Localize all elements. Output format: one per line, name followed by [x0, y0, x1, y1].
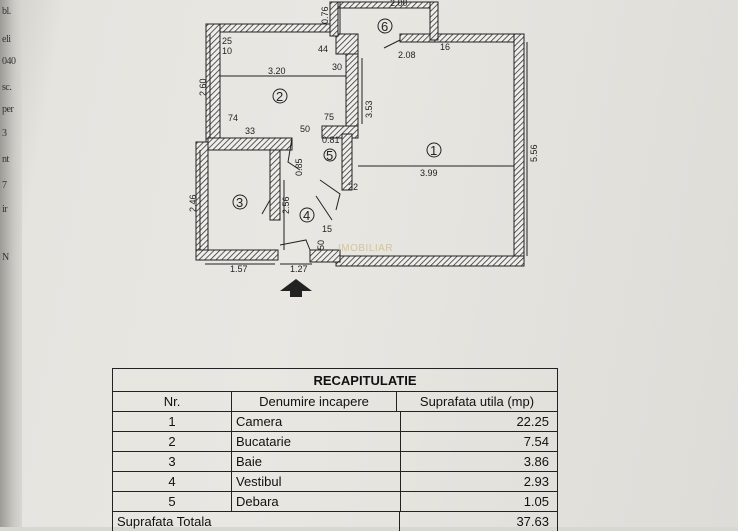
svg-text:50: 50 — [316, 240, 326, 250]
svg-text:75: 75 — [324, 112, 334, 122]
watermark-text: IMOBILIAR — [338, 243, 394, 254]
cell-area: 3.86 — [523, 454, 549, 469]
room-labels: 1 2 3 4 5 6 — [232, 18, 442, 223]
cell-area: 22.25 — [516, 414, 549, 429]
table-header-row: Nr. Denumire incapere Suprafata utila (m… — [113, 392, 557, 412]
svg-text:30: 30 — [332, 62, 342, 72]
svg-text:2.56: 2.56 — [281, 196, 291, 214]
svg-text:3.20: 3.20 — [268, 66, 286, 76]
svg-text:2.60: 2.60 — [198, 78, 208, 96]
dimension-labels: 0.76 2.60 3.20 3.53 3.99 5.56 2.46 2.56 … — [188, 0, 539, 274]
margin-text: 040 — [2, 56, 16, 67]
cell-nr: 3 — [113, 452, 232, 471]
room-number: 4 — [303, 208, 310, 223]
table-row: 2 Bucatarie 7.54 — [113, 432, 557, 452]
svg-text:50: 50 — [300, 124, 310, 134]
table-total-row: Suprafata Totala 37.63 — [113, 512, 557, 531]
svg-text:0.76: 0.76 — [320, 6, 330, 24]
cell-name: Bucatarie — [232, 432, 401, 451]
cell-nr: 2 — [113, 432, 232, 451]
margin-text: eli — [2, 34, 11, 45]
recap-table: RECAPITULATIE Nr. Denumire incapere Supr… — [112, 368, 558, 531]
svg-text:44: 44 — [318, 44, 328, 54]
svg-text:33: 33 — [245, 126, 255, 136]
table-row: 3 Baie 3.86 — [113, 452, 557, 472]
total-value: 37.63 — [516, 514, 549, 529]
margin-text: nt — [2, 154, 9, 165]
margin-text: ir — [2, 204, 8, 215]
header-area: Suprafata utila (mp) — [419, 394, 535, 409]
header-name: Denumire incapere — [232, 392, 397, 411]
cell-area: 7.54 — [523, 434, 549, 449]
svg-text:25: 25 — [222, 36, 232, 46]
svg-text:3.99: 3.99 — [420, 168, 438, 178]
dimension-lines — [199, 2, 528, 265]
margin-text: per — [2, 104, 14, 115]
svg-text:1.27: 1.27 — [290, 264, 308, 274]
cell-name: Baie — [232, 452, 401, 471]
cell-nr: 5 — [113, 492, 232, 511]
room-number: 6 — [381, 19, 388, 34]
table-row: 1 Camera 22.25 — [113, 412, 557, 432]
table-title: RECAPITULATIE — [113, 369, 557, 392]
entrance-arrow-icon — [280, 279, 312, 297]
svg-text:10: 10 — [222, 46, 232, 56]
table-row: 4 Vestibul 2.93 — [113, 472, 557, 492]
header-nr: Nr. — [113, 392, 232, 411]
adjacent-page-edge: bl. eli 040 sc. per 3 nt 7 ir N — [0, 0, 22, 527]
svg-text:3.53: 3.53 — [364, 100, 374, 118]
svg-text:16: 16 — [440, 42, 450, 52]
cell-nr: 4 — [113, 472, 232, 491]
margin-text: N — [2, 252, 9, 263]
cell-name: Debara — [232, 492, 401, 511]
svg-text:0.85: 0.85 — [294, 158, 304, 176]
floor-plan: 1 2 3 4 5 6 0.76 2.60 3.20 3.53 3.99 5.5… — [188, 0, 539, 297]
svg-text:22: 22 — [348, 182, 358, 192]
svg-text:2.00: 2.00 — [390, 0, 408, 8]
cell-area: 1.05 — [523, 494, 549, 509]
margin-text: 7 — [2, 180, 7, 191]
svg-text:0.81: 0.81 — [322, 135, 340, 145]
svg-text:2.46: 2.46 — [188, 194, 198, 212]
cell-nr: 1 — [113, 412, 232, 431]
total-label: Suprafata Totala — [113, 512, 400, 531]
room-number: 3 — [236, 195, 243, 210]
svg-text:2.08: 2.08 — [398, 50, 416, 60]
margin-text: bl. — [2, 6, 11, 17]
table-row: 5 Debara 1.05 — [113, 492, 557, 512]
svg-text:15: 15 — [322, 224, 332, 234]
cell-name: Camera — [232, 412, 401, 431]
cell-name: Vestibul — [232, 472, 401, 491]
margin-text: 3 — [2, 128, 7, 139]
svg-text:74: 74 — [228, 113, 238, 123]
svg-text:5.56: 5.56 — [529, 144, 539, 162]
margin-text: sc. — [2, 82, 12, 93]
room-number: 1 — [430, 143, 437, 158]
svg-text:1.57: 1.57 — [230, 264, 248, 274]
room-number: 2 — [276, 89, 283, 104]
room-number: 5 — [326, 148, 333, 163]
cell-area: 2.93 — [523, 474, 549, 489]
